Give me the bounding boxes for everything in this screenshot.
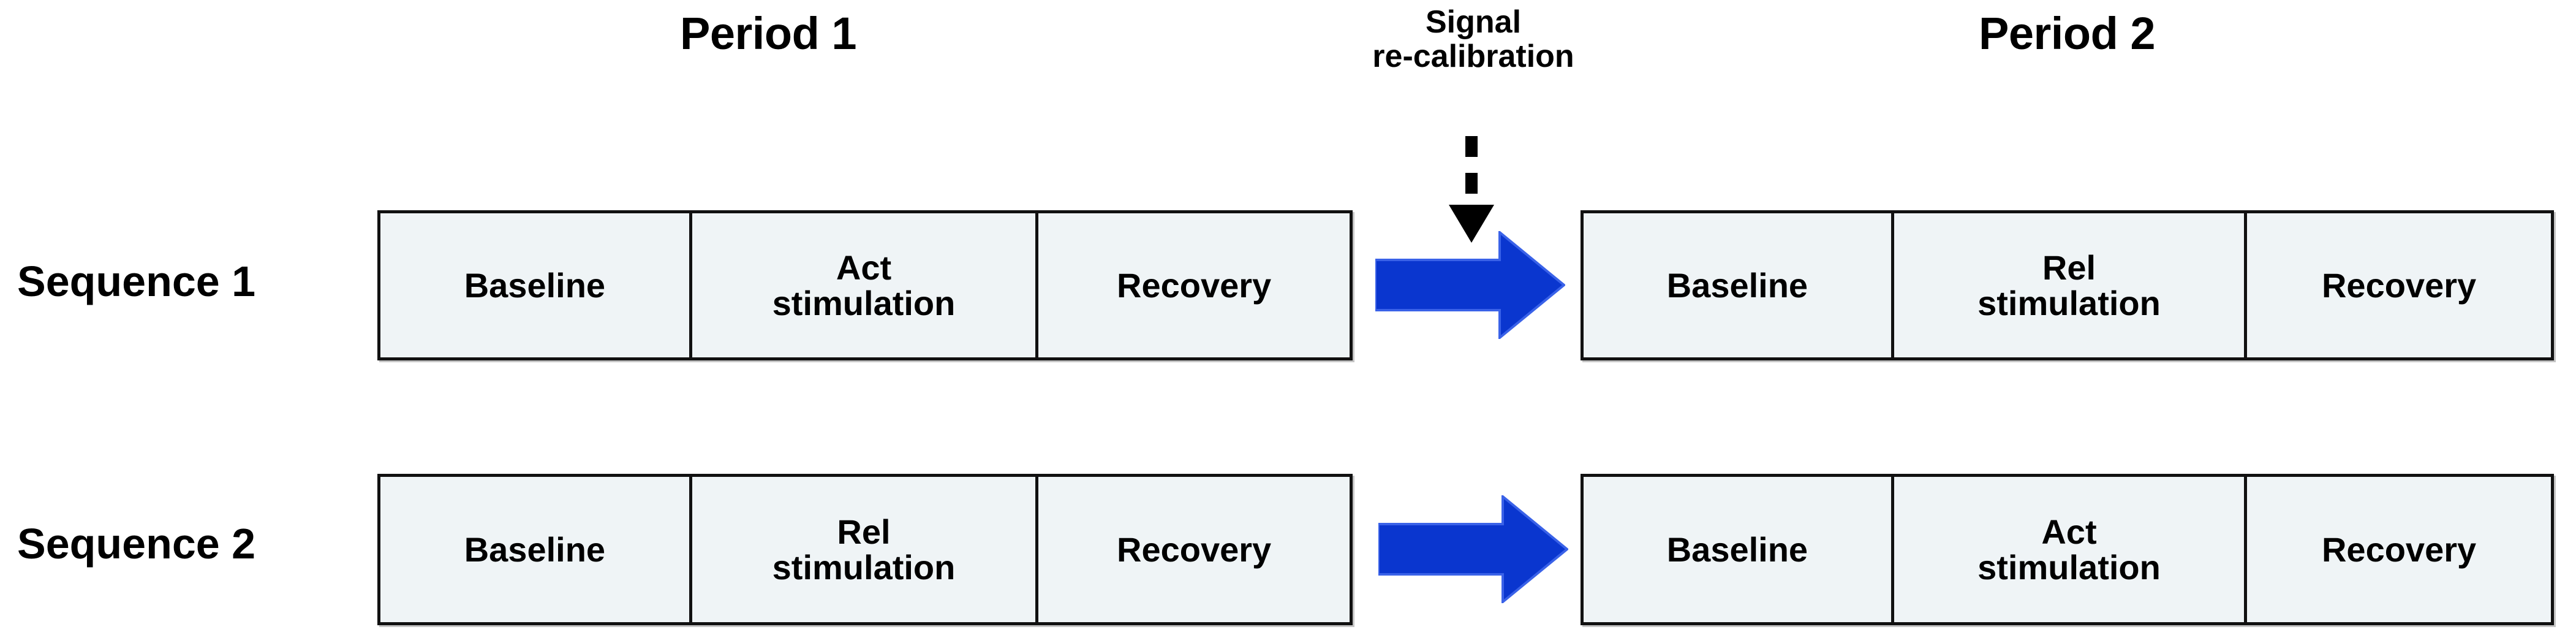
sequence-1-label: Sequence 1 [17,257,256,305]
phase-label: Recovery [1117,265,1272,305]
phase-cell-baseline: Baseline [1584,213,1894,357]
period-1-heading: Period 1 [680,8,857,59]
phase-cell-stimulation: Act stimulation [1894,477,2248,622]
sequence-1-transition-right-arrow-icon [1374,229,1566,341]
phase-cell-baseline: Baseline [380,213,692,357]
sequence-2-period-1-table: Baseline Rel stimulation Recovery [377,474,1353,625]
phase-cell-stimulation: Rel stimulation [1894,213,2248,357]
phase-label: Baseline [464,265,606,305]
period-2-heading: Period 2 [1979,8,2156,59]
phase-label: Recovery [2321,265,2477,305]
signal-recalibration-line-1: Signal [1425,4,1522,40]
phase-cell-recovery: Recovery [1038,477,1350,622]
phase-cell-stimulation: Rel stimulation [692,477,1039,622]
phase-cell-recovery: Recovery [2247,477,2551,622]
sequence-2-period-2-table: Baseline Act stimulation Recovery [1581,474,2554,625]
sequence-1-period-2-table: Baseline Rel stimulation Recovery [1581,210,2554,360]
phase-cell-stimulation: Act stimulation [692,213,1039,357]
sequence-2-transition-right-arrow-icon [1377,493,1569,605]
phase-label: Recovery [2321,530,2477,569]
sequence-1-period-1-table: Baseline Act stimulation Recovery [377,210,1353,360]
phase-label: Baseline [464,530,606,569]
signal-recalibration-label: Signal re-calibration [1329,5,1617,74]
phase-label: Recovery [1117,530,1272,569]
sequence-2-label: Sequence 2 [17,520,256,568]
dashed-down-arrow-icon [1441,134,1502,244]
phase-label: Baseline [1666,530,1808,569]
phase-label: Baseline [1666,265,1808,305]
phase-cell-baseline: Baseline [1584,477,1894,622]
signal-recalibration-line-2: re-calibration [1372,39,1574,75]
phase-cell-baseline: Baseline [380,477,692,622]
phase-label: Act stimulation [772,248,956,322]
phase-label: Rel stimulation [1977,248,2161,322]
phase-label: Act stimulation [1977,512,2161,587]
phase-cell-recovery: Recovery [2247,213,2551,357]
phase-label: Rel stimulation [772,512,956,587]
phase-cell-recovery: Recovery [1038,213,1350,357]
